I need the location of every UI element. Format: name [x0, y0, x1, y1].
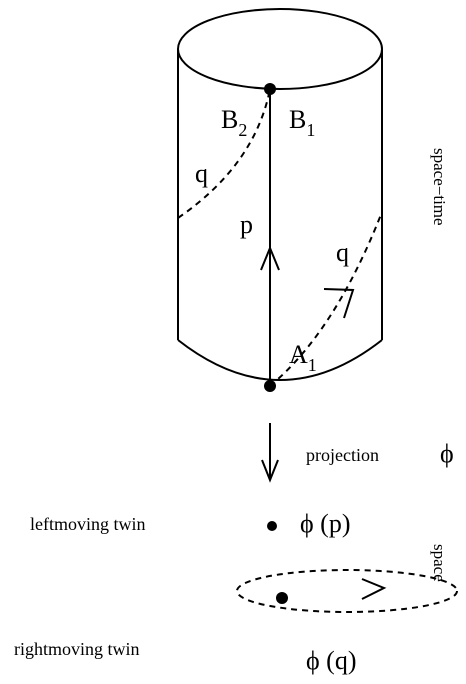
label-space: space: [430, 544, 449, 582]
label-phi-p: ϕ (p): [300, 509, 351, 538]
worldline-q: [177, 88, 383, 387]
worldline-q-back: [177, 88, 271, 219]
label-q-right: q: [336, 238, 349, 267]
label-rightmoving-twin: rightmoving twin: [14, 639, 140, 659]
rightmoving-orbit: [236, 569, 458, 613]
cylinder-top-ellipse: [177, 8, 383, 90]
rightmoving-twin-point: [276, 592, 288, 604]
orbit-arrowhead: [361, 578, 387, 600]
event-B-point: [264, 83, 276, 95]
label-A1: A1: [289, 340, 317, 375]
worldline-q-arrowhead: [323, 288, 355, 319]
label-phi-q: ϕ (q): [306, 646, 357, 675]
cylinder-bottom-arc: [177, 339, 383, 381]
label-B2: B2: [221, 105, 247, 140]
projection-arrow: [261, 423, 279, 483]
label-q-left: q: [195, 159, 208, 188]
label-spacetime: space−time: [430, 148, 449, 226]
worldline-q-front: [269, 211, 383, 387]
event-A-point: [264, 380, 276, 392]
label-B1: B1: [289, 105, 315, 140]
label-projection: projection: [306, 445, 379, 465]
label-leftmoving-twin: leftmoving twin: [30, 514, 146, 534]
label-p: p: [240, 210, 253, 239]
worldline-p: [260, 89, 280, 386]
worldline-p-arrowhead: [260, 245, 280, 271]
spacetime-cylinder: [177, 8, 383, 381]
label-phi: ϕ: [440, 439, 454, 468]
leftmoving-twin-point: [267, 521, 277, 531]
